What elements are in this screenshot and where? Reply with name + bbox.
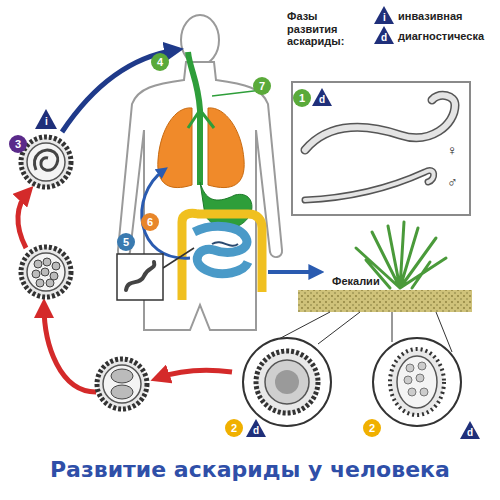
callout-number: 4 [157, 56, 163, 69]
callout-circles-part [117, 233, 135, 251]
lungs-part [208, 108, 244, 188]
two-cell-egg [97, 359, 147, 409]
soil-band-part [298, 290, 472, 312]
lungs-part [158, 108, 192, 188]
callout-number: 2 [231, 422, 237, 435]
callout-number: 6 [147, 216, 153, 229]
larva-box [117, 248, 194, 300]
infective-egg-part [27, 143, 65, 181]
sex-symbol: ♂ [447, 174, 458, 190]
development-arrows-part [18, 192, 28, 248]
migration-arrows-part [62, 50, 176, 132]
infective-egg-part [35, 150, 58, 170]
callout-circles [9, 53, 381, 437]
morula-egg-part [41, 268, 49, 276]
two-cell-egg-part [103, 365, 141, 403]
morula-egg-part [32, 270, 40, 278]
phase-triangles [35, 6, 480, 439]
phase-triangles-part [374, 6, 394, 24]
digestive-tract-part [200, 182, 252, 228]
two-cell-egg-part [111, 369, 133, 383]
infective-egg-part [21, 137, 71, 187]
callout-number: 7 [259, 80, 265, 93]
callout-number: 3 [15, 138, 21, 151]
morula-egg [21, 247, 71, 297]
migration-arrows-part [268, 270, 318, 274]
sex-symbol: ♀ [447, 142, 458, 158]
callout-number: 5 [123, 236, 129, 249]
callout-circles-part [141, 213, 159, 231]
magnified-eggs-part [373, 338, 461, 426]
magnified-eggs-part [418, 362, 426, 370]
callout-circles-part [253, 77, 271, 95]
magnified-eggs-part [243, 338, 331, 426]
magnified-eggs-part [406, 364, 414, 372]
magnified-eggs-part [404, 376, 412, 384]
migration-arrows-part [142, 170, 190, 258]
callout-circles-part [9, 135, 27, 153]
morula-egg-part [27, 253, 65, 291]
migration-arrows [62, 50, 318, 272]
callout-circles-part [293, 89, 311, 107]
caption: Развитие аскариды у человека [50, 457, 450, 482]
magnified-eggs-part [397, 356, 437, 408]
morula-egg-part [34, 260, 42, 268]
callout-circles-part [151, 53, 169, 71]
phase-letter: d [381, 32, 387, 44]
morula-egg-part [46, 279, 54, 287]
callout-number: 2 [369, 422, 375, 435]
intestines [182, 213, 262, 300]
magnified-eggs-part [265, 360, 309, 404]
phase-triangles-part [460, 421, 480, 439]
feces-label: Фекалии [332, 275, 380, 288]
morula-egg-part [21, 247, 71, 297]
magnified-eggs-part [390, 349, 444, 415]
development-arrows-part [44, 306, 96, 392]
legend-text: инвазивная [398, 10, 462, 23]
phase-letter: d [467, 427, 473, 439]
intestines-part [212, 242, 238, 245]
magnified-eggs [243, 338, 461, 426]
phase-triangles-part [312, 88, 332, 106]
phase-triangles-part [246, 419, 266, 437]
phase-letter: i [45, 116, 48, 128]
magnified-eggs-part [256, 351, 318, 413]
phase-triangles-part [374, 26, 394, 44]
morula-egg-part [36, 279, 44, 287]
digestive-tract [188, 52, 252, 228]
phase-triangles-part [35, 109, 57, 129]
larva-box-part [117, 254, 163, 300]
larva-box-part [126, 262, 154, 290]
magnified-eggs-part [408, 388, 416, 396]
phase-letter: i [383, 12, 386, 24]
intestines-part [182, 213, 262, 300]
phase-heading: Фазы развития аскариды: [287, 10, 349, 48]
digestive-tract-part [188, 110, 214, 128]
soil-band [298, 290, 472, 312]
callout-number: 1 [299, 92, 305, 105]
adult-worms-part [292, 82, 470, 215]
morula-egg-part [43, 258, 51, 266]
adult-worms-part [305, 171, 434, 200]
infective-egg [21, 137, 71, 187]
adult-worms-part [305, 171, 434, 200]
intestines-part [194, 226, 248, 273]
magnified-eggs-part [275, 370, 299, 394]
morula-egg-part [52, 262, 60, 270]
callout-circles-part [225, 419, 243, 437]
two-cell-egg-part [97, 359, 147, 409]
development-arrows-part [158, 370, 232, 378]
legend-text: диагностическа [398, 30, 484, 43]
larva-box-part [163, 248, 194, 268]
phase-letter: d [319, 94, 325, 106]
magnified-eggs-part [416, 374, 424, 382]
adult-worms [292, 82, 470, 215]
magnified-eggs-part [420, 388, 428, 396]
callout-circles-part [363, 419, 381, 437]
two-cell-egg-part [111, 385, 133, 399]
phase-letter: d [253, 425, 259, 437]
